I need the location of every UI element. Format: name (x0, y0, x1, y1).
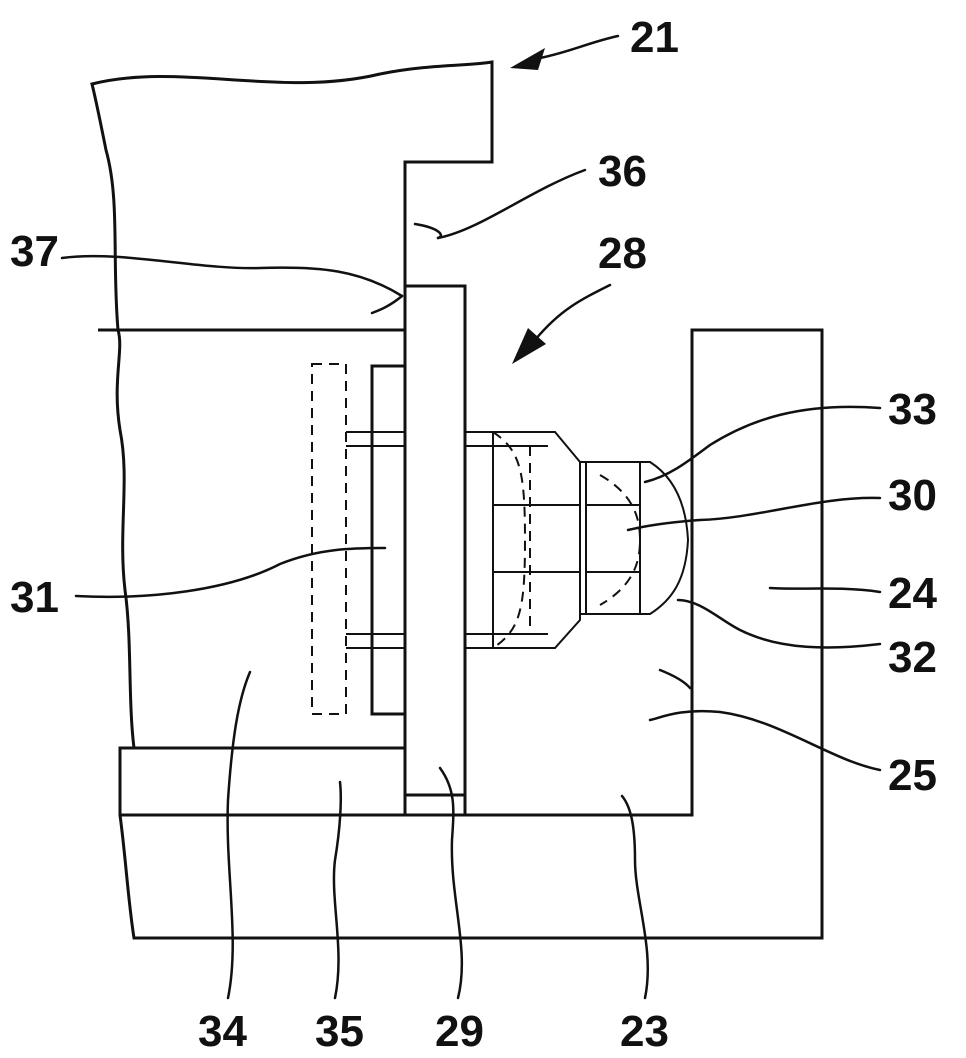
hex-chamfer (492, 431, 527, 649)
leader-32 (676, 598, 882, 649)
leader-37b (370, 294, 404, 315)
dashed-plate (311, 363, 347, 715)
leader-31 (74, 546, 387, 599)
arrow-28 (512, 328, 546, 364)
leader-34 (226, 670, 252, 1000)
leader-35 (332, 780, 343, 1000)
ref-23: 23 (620, 1007, 669, 1056)
ref-37: 37 (10, 227, 59, 276)
plate-29 (403, 284, 467, 817)
nut-inner (585, 461, 641, 615)
leader-33 (643, 405, 882, 484)
leader-25b (658, 668, 692, 690)
ref-32: 32 (888, 633, 937, 682)
ref-24: 24 (888, 569, 937, 618)
leader-30 (626, 496, 882, 532)
ref-30: 30 (888, 471, 937, 520)
leader-36 (436, 168, 587, 240)
leader-25 (648, 709, 882, 772)
inner-plate-31 (370, 364, 407, 716)
ref-21: 21 (630, 13, 679, 62)
ref-34: 34 (198, 1007, 247, 1056)
ref-35: 35 (315, 1007, 364, 1056)
ref-28: 28 (598, 229, 647, 278)
ref-25: 25 (888, 751, 937, 800)
leader-23 (620, 794, 649, 1000)
ref-36: 36 (598, 147, 647, 196)
leader-24 (768, 586, 882, 594)
arrow-21 (510, 48, 545, 70)
leader-37 (60, 254, 404, 298)
ref-33: 33 (888, 385, 937, 434)
ref-31: 31 (10, 573, 59, 622)
leader-29 (438, 766, 464, 1000)
nut-33 (580, 461, 690, 615)
upper-part-outline (90, 60, 494, 817)
bolt-head-30 (465, 431, 581, 649)
nut-curve (599, 474, 642, 606)
leader-36b (413, 222, 443, 240)
leader-28 (533, 283, 612, 342)
housing-outline (118, 328, 824, 940)
leader-21 (538, 34, 620, 60)
ref-29: 29 (435, 1007, 484, 1056)
